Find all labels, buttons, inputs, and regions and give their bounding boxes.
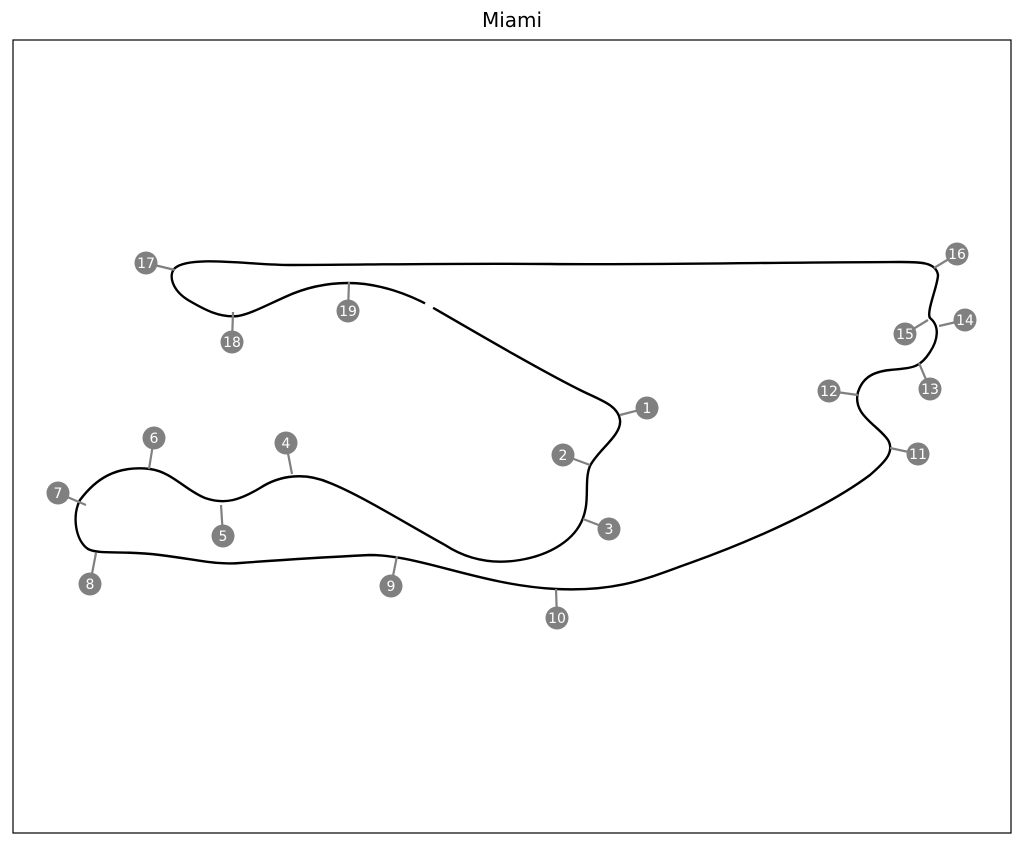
corner-15: 15 [893, 319, 929, 346]
corner-11: 11 [889, 442, 930, 466]
corner-number: 12 [820, 384, 838, 400]
corner-6: 6 [142, 426, 166, 470]
corner-number: 9 [387, 579, 396, 595]
corner-18: 18 [220, 311, 244, 354]
corner-5: 5 [211, 504, 235, 548]
corner-number: 16 [948, 247, 966, 263]
corner-marker [918, 377, 942, 401]
corner-number: 13 [921, 382, 939, 398]
corner-marker [545, 606, 569, 630]
corner-14: 14 [938, 308, 977, 332]
corner-19: 19 [336, 281, 360, 323]
corner-number: 11 [909, 447, 927, 463]
corner-number: 1 [643, 401, 652, 417]
start-finish-line [423, 301, 435, 311]
track-outline [74, 260, 940, 591]
corner-marker [953, 308, 977, 332]
corner-number: 10 [548, 611, 566, 627]
corner-marker [635, 396, 659, 420]
corner-8: 8 [78, 552, 102, 596]
corner-13: 13 [917, 362, 942, 401]
corner-number: 15 [896, 327, 914, 343]
corner-7: 7 [46, 481, 87, 507]
corner-marker [893, 322, 917, 346]
corner-4: 4 [274, 431, 298, 475]
corner-9: 9 [379, 555, 403, 598]
corner-marker [945, 242, 969, 266]
corner-marker [78, 572, 102, 596]
corner-number: 7 [54, 486, 63, 502]
corner-16: 16 [933, 242, 969, 269]
corner-marker [142, 426, 166, 450]
corner-number: 4 [282, 436, 291, 452]
corner-1: 1 [619, 396, 659, 420]
corner-number: 17 [137, 256, 155, 272]
corner-marker [817, 379, 841, 403]
corner-marker [597, 517, 621, 541]
corner-marker [46, 481, 70, 505]
plot-frame [12, 39, 1012, 834]
corner-3: 3 [582, 517, 621, 541]
corner-number: 8 [86, 577, 95, 593]
corner-12: 12 [817, 379, 859, 403]
corner-number: 18 [223, 335, 241, 351]
corner-marker [551, 443, 575, 467]
corner-marker [134, 251, 158, 275]
corner-number: 2 [559, 448, 568, 464]
corner-marker [274, 431, 298, 455]
corner-17: 17 [134, 251, 176, 275]
corner-marker [906, 442, 930, 466]
corner-number: 3 [605, 522, 614, 538]
corner-number: 19 [339, 304, 357, 320]
chart-title: Miami [481, 8, 543, 32]
corner-number: 5 [219, 529, 228, 545]
corner-2: 2 [551, 443, 591, 467]
corner-number: 6 [150, 431, 159, 447]
corner-number: 14 [956, 313, 974, 329]
corner-10: 10 [545, 588, 569, 630]
corner-marker [220, 330, 244, 354]
corner-marker [211, 524, 235, 548]
corner-marker [336, 299, 360, 323]
corner-marker [379, 574, 403, 598]
